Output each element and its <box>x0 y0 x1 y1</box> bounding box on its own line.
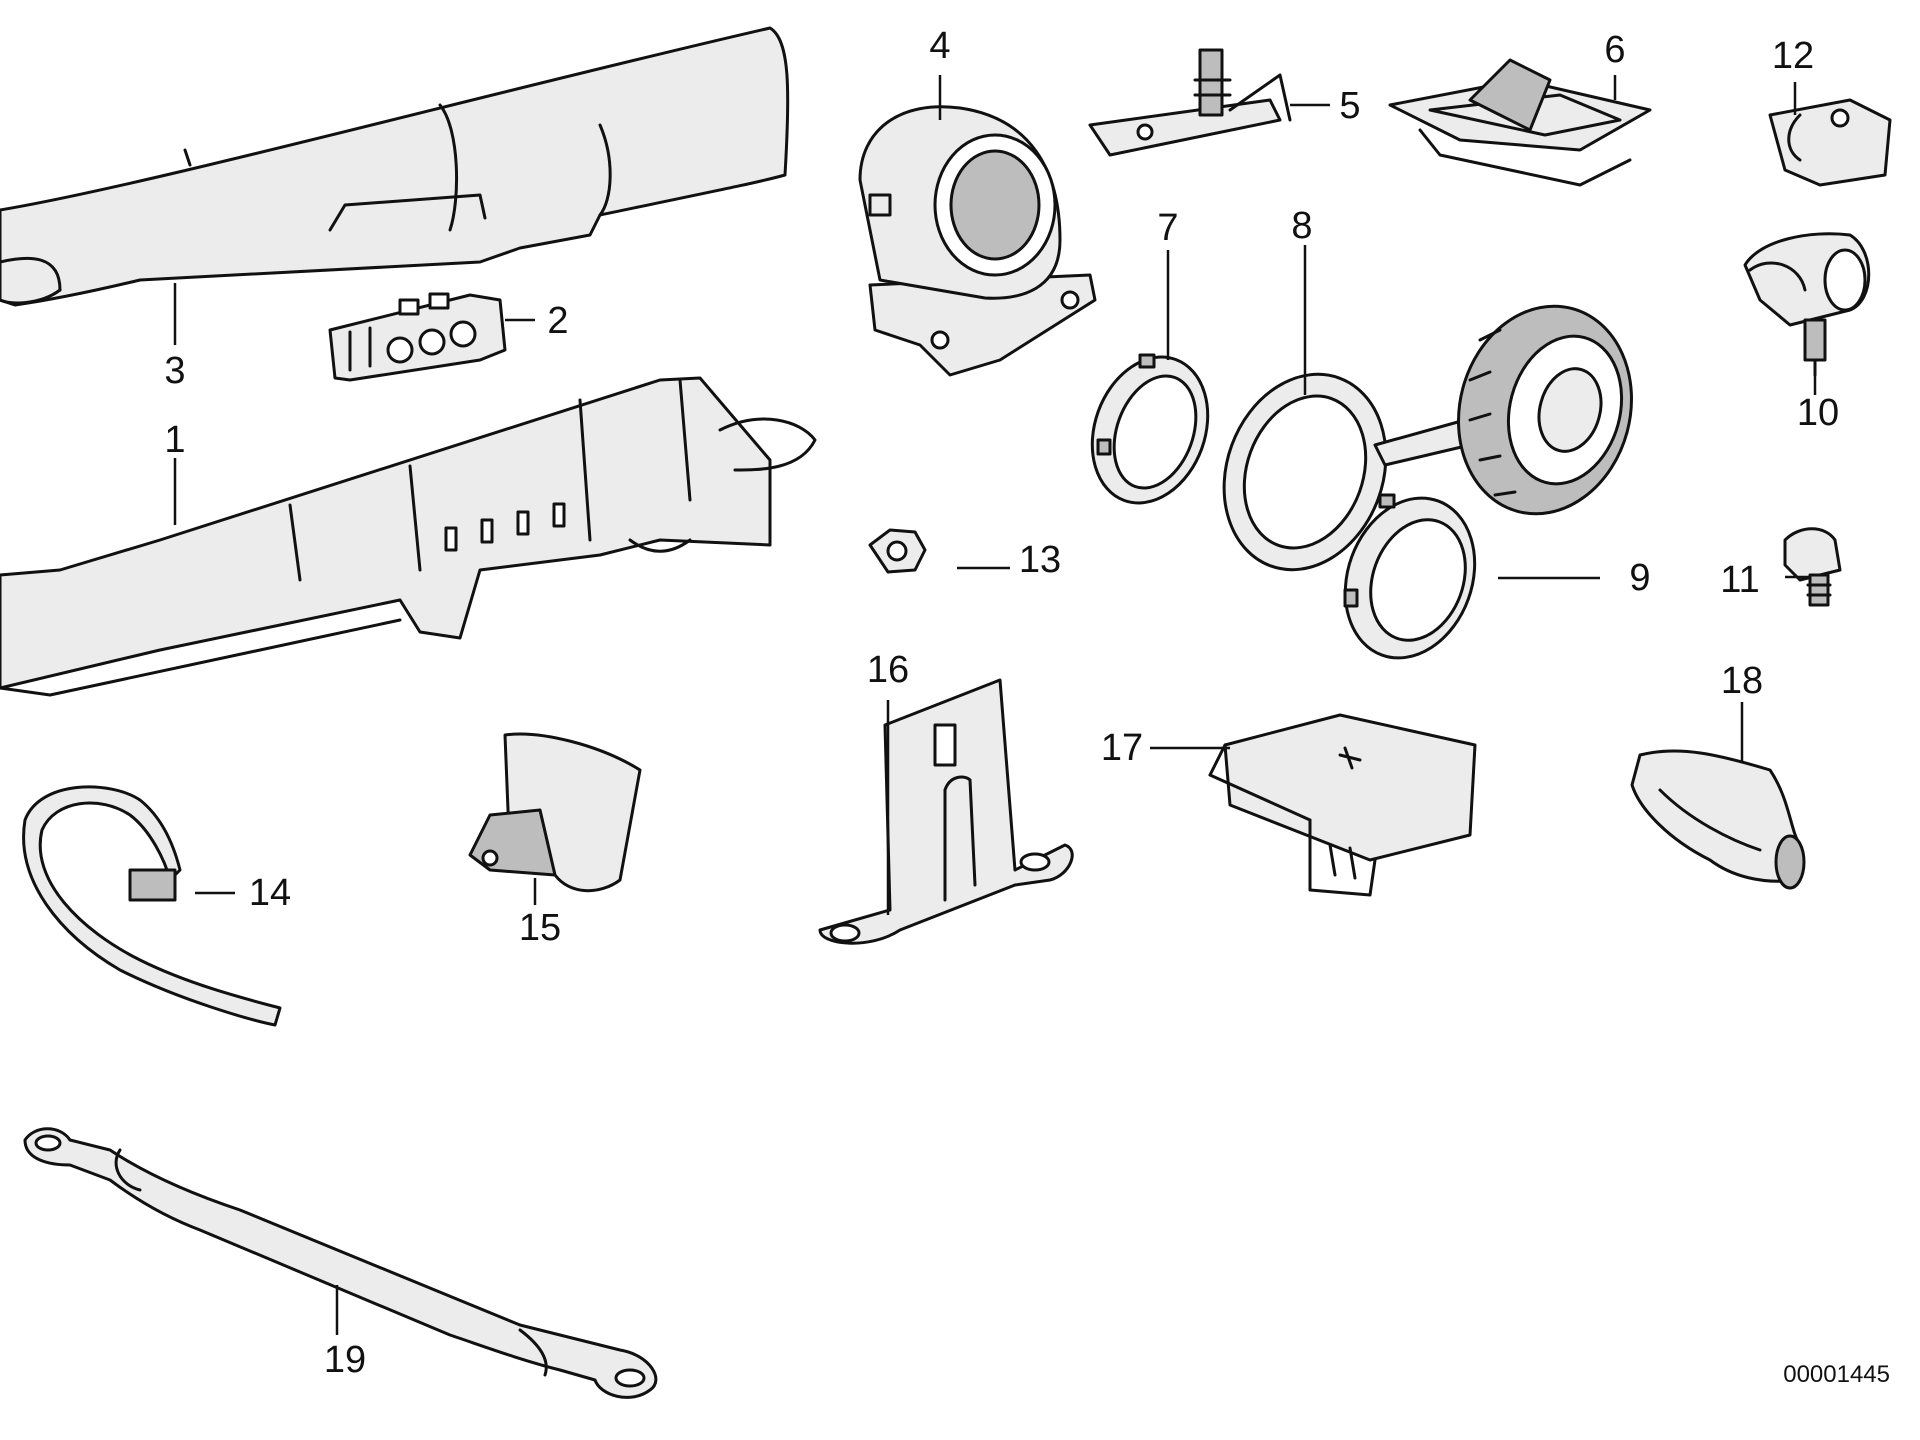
part-15-boot <box>468 732 642 893</box>
part-18-boot <box>1630 749 1806 890</box>
part-16-plate <box>818 678 1074 945</box>
callout-16: 16 <box>867 649 909 691</box>
part-19-ground-strap <box>23 1127 658 1399</box>
callout-19: 19 <box>324 1339 366 1381</box>
callouts: 3 2 1 4 5 6 12 10 7 8 9 13 11 14 15 16 1… <box>164 25 1839 1381</box>
callout-7: 7 <box>1157 207 1178 249</box>
part-4-ring-holder <box>858 105 1097 377</box>
part-7-ring <box>1090 353 1210 505</box>
part-9-nut-ring <box>1343 493 1477 660</box>
leader-lines <box>173 75 1817 1335</box>
part-10-cable-clip <box>1743 232 1871 377</box>
callout-14: 14 <box>249 872 291 914</box>
diagram-code: 00001445 <box>1783 1361 1890 1388</box>
part-8-gasket <box>1222 304 1633 572</box>
callout-15: 15 <box>519 907 561 949</box>
callout-6: 6 <box>1604 29 1625 71</box>
callout-11: 11 <box>1720 559 1759 601</box>
callout-17: 17 <box>1101 727 1143 769</box>
callout-4: 4 <box>929 25 950 67</box>
callout-8: 8 <box>1291 205 1312 247</box>
callout-13: 13 <box>1019 539 1061 581</box>
callout-3: 3 <box>164 350 185 392</box>
callout-18: 18 <box>1721 660 1763 702</box>
callout-9: 9 <box>1629 557 1650 599</box>
part-14-cable-tie <box>22 785 282 1027</box>
part-1-tray <box>0 376 817 697</box>
part-12-clip <box>1768 98 1892 187</box>
callout-12: 12 <box>1772 35 1814 77</box>
callout-2: 2 <box>547 300 568 342</box>
part-2-connector <box>328 292 507 382</box>
part-13-nut <box>868 528 927 574</box>
part-17-cover-plate <box>1208 713 1477 897</box>
part-5-bracket <box>1088 48 1292 157</box>
part-3-cover <box>0 26 790 307</box>
callout-5: 5 <box>1339 85 1360 127</box>
callout-1: 1 <box>164 419 185 461</box>
part-6-frame <box>1388 58 1652 187</box>
part-11-clip <box>1783 527 1842 607</box>
callout-10: 10 <box>1797 392 1839 434</box>
